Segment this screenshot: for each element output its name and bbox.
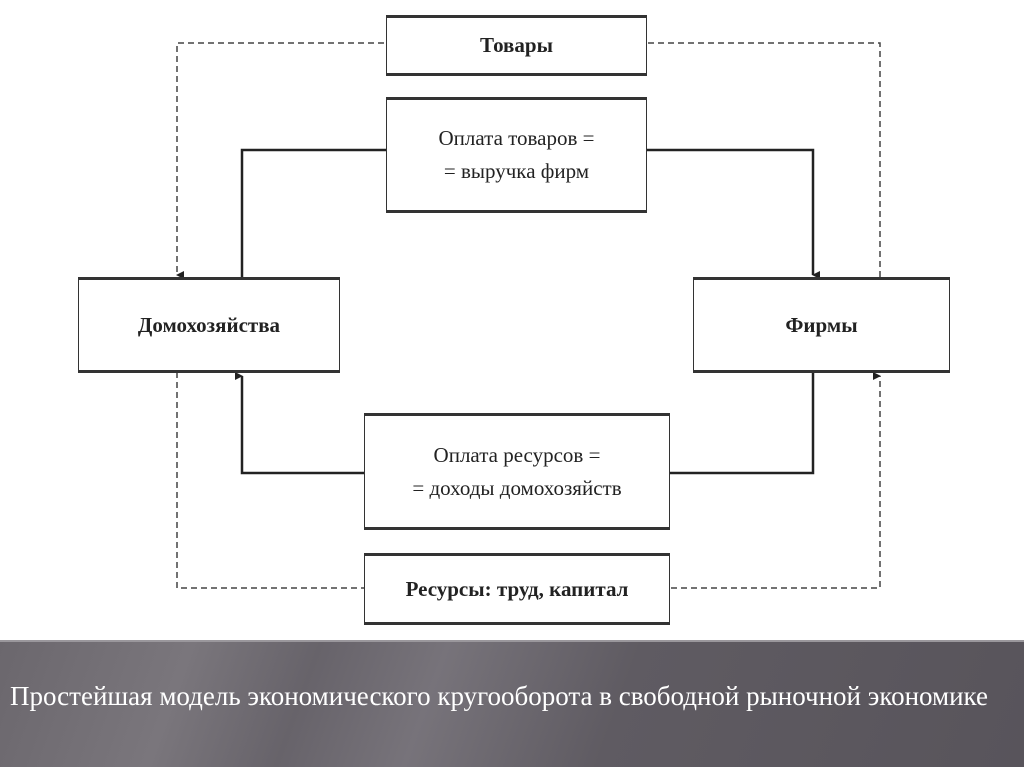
households-box: Домохозяйства (78, 277, 340, 373)
goods-label: Товары (480, 33, 553, 58)
resource-payment-line1: Оплата ресурсов = (433, 442, 601, 467)
firms-label: Фирмы (785, 312, 858, 337)
firms-box: Фирмы (693, 277, 950, 373)
slide-caption: Простейшая модель экономического кругооб… (10, 681, 988, 711)
resources-flow-dashed (176, 372, 881, 589)
resources-label: Ресурсы: труд, капитал (405, 576, 629, 601)
households-label: Домохозяйства (137, 312, 281, 337)
resource-payment-line2: = доходы домохозяйств (412, 475, 622, 500)
goods-payment-box: Оплата товаров = = выручка фирм (386, 97, 647, 213)
resources-box: Ресурсы: труд, капитал (364, 553, 670, 625)
goods-box: Товары (386, 15, 647, 76)
caption-band: Простейшая модель экономического кругооб… (0, 640, 1024, 767)
resource-payment-box: Оплата ресурсов = = доходы домохозяйств (364, 413, 670, 530)
goods-payment-line1: Оплата товаров = (438, 126, 595, 151)
goods-payment-line2: = выручка фирм (443, 159, 590, 183)
